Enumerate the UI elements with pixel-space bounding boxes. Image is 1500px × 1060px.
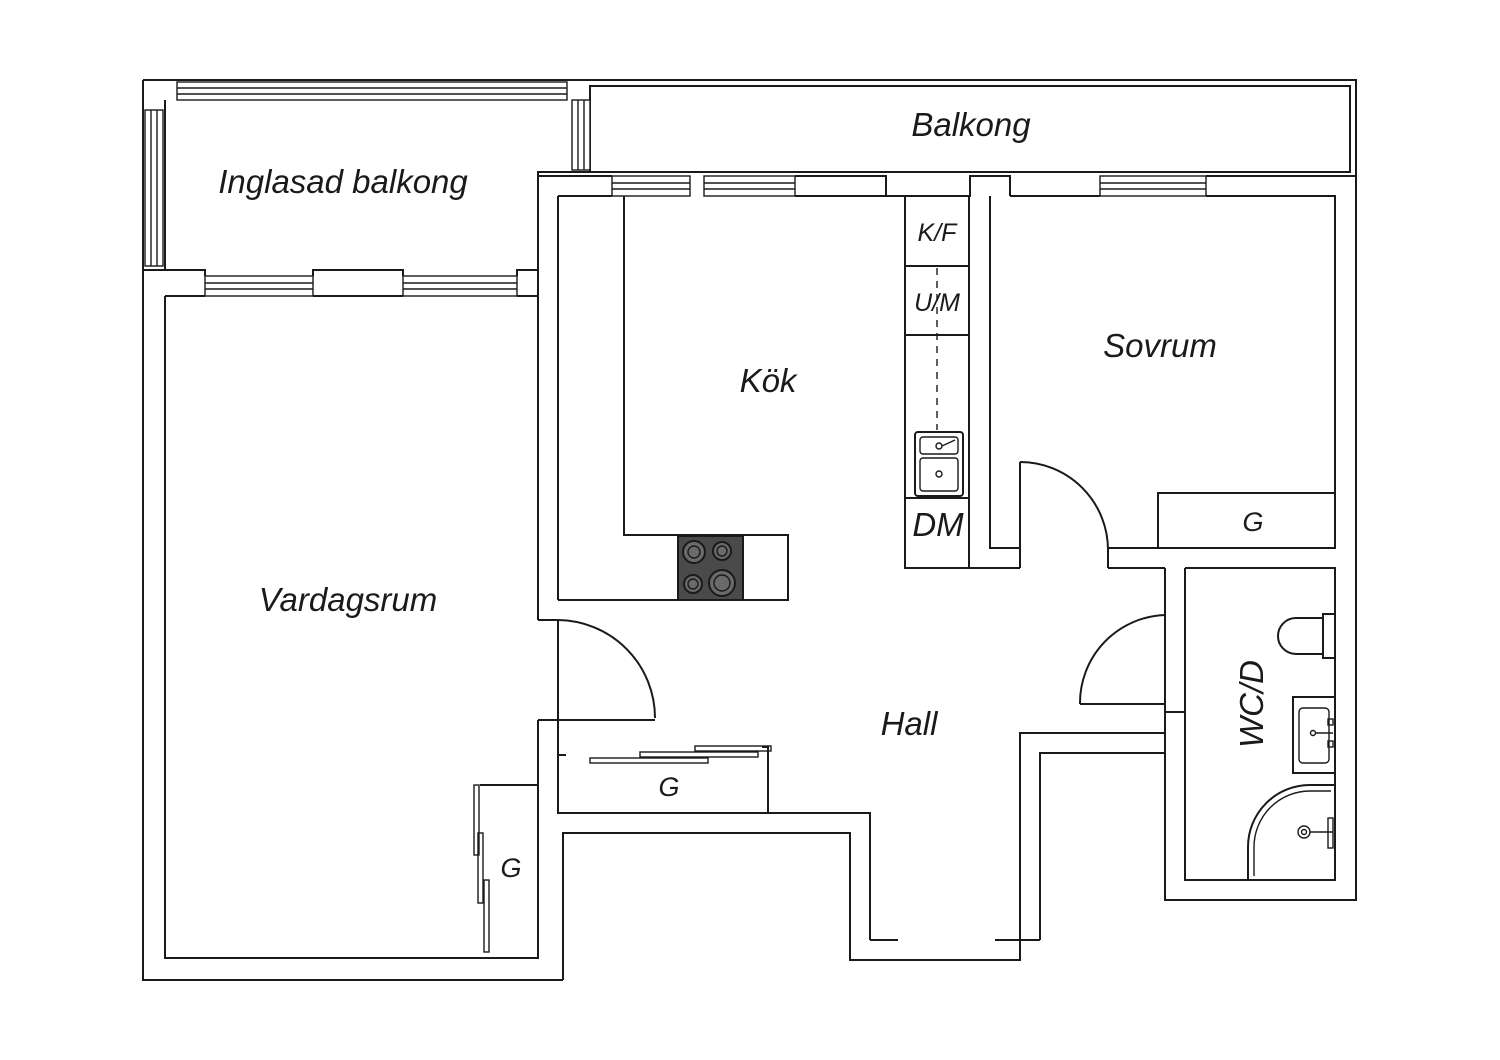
bathroom-fixtures [1247, 613, 1336, 880]
doors [538, 461, 1166, 721]
interior-walls [473, 195, 1336, 953]
label-wardrobe-bedroom: G [1242, 507, 1263, 537]
label-bathroom: WC/D [1233, 660, 1270, 748]
glazed-balcony-windows [144, 81, 591, 267]
stove [677, 534, 789, 601]
label-bedroom: Sovrum [1103, 327, 1217, 364]
label-wardrobe-hall: G [658, 772, 679, 802]
label-oven-microwave: U/M [914, 289, 960, 317]
label-fridge-freezer: K/F [918, 219, 959, 247]
label-balcony: Balkong [911, 106, 1031, 143]
label-kitchen: Kök [740, 362, 798, 399]
label-glazed-balcony: Inglasad balkong [218, 163, 468, 200]
label-hall: Hall [881, 705, 940, 742]
kitchen-sink [914, 431, 964, 497]
windows [204, 175, 1207, 297]
label-dishwasher: DM [912, 506, 964, 543]
label-living-room: Vardagsrum [259, 581, 438, 618]
label-wardrobe-living: G [500, 853, 521, 883]
outer-walls [142, 79, 1357, 981]
